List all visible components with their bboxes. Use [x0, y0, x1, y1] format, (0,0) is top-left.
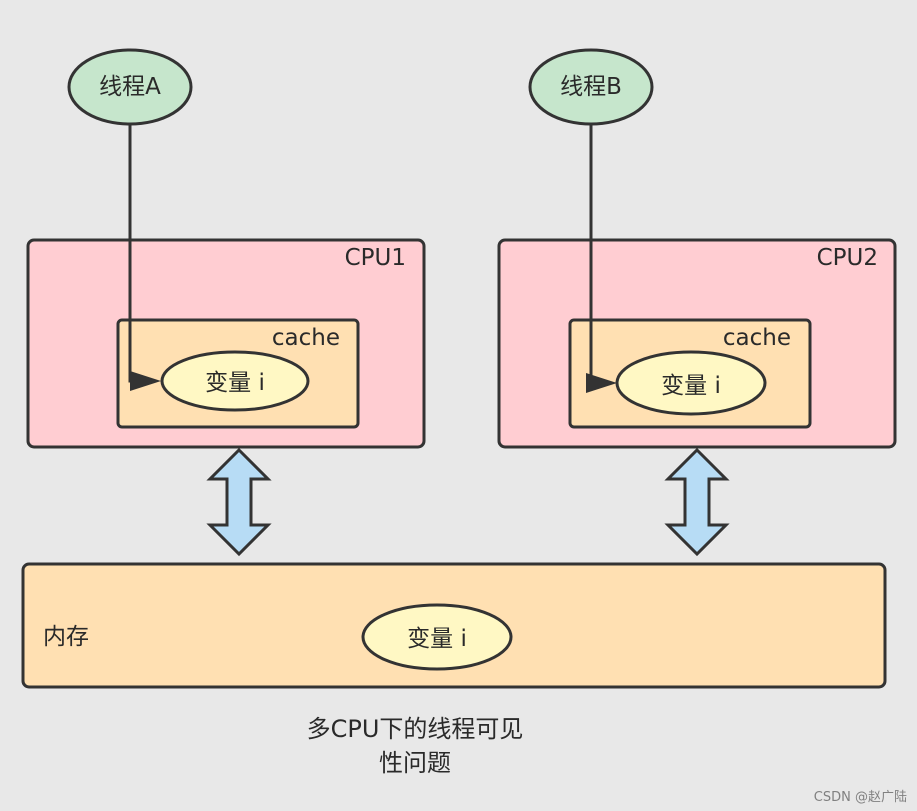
caption-line-2: 性问题 [379, 749, 451, 777]
cpu1-cache-label: cache [271, 325, 340, 351]
cpu2-label: CPU2 [816, 245, 878, 271]
memory-variable-label: 变量 i [407, 626, 467, 652]
cpu2-memory-double-arrow [664, 447, 730, 557]
cpu1-label: CPU1 [344, 245, 406, 271]
diagram-caption: 多CPU下的线程可见 性问题 [250, 712, 580, 780]
cpu2-cache-label: cache [722, 325, 791, 351]
memory-variable-ellipse [361, 603, 513, 671]
thread-a-arrowhead [130, 371, 161, 391]
thread-a-label: 线程A [99, 74, 161, 100]
cpu1-variable-label: 变量 i [205, 370, 265, 396]
csdn-watermark: CSDN @赵广陆 [813, 790, 907, 805]
cpu1-memory-double-arrow [206, 447, 272, 557]
thread-b-label: 线程B [560, 74, 622, 100]
thread-b-arrowhead [586, 373, 617, 393]
cpu1-variable-ellipse [160, 350, 310, 412]
cpu2-variable-label: 变量 i [661, 373, 721, 399]
memory-label: 内存 [43, 624, 89, 650]
caption-line-1: 多CPU下的线程可见 [306, 715, 524, 743]
